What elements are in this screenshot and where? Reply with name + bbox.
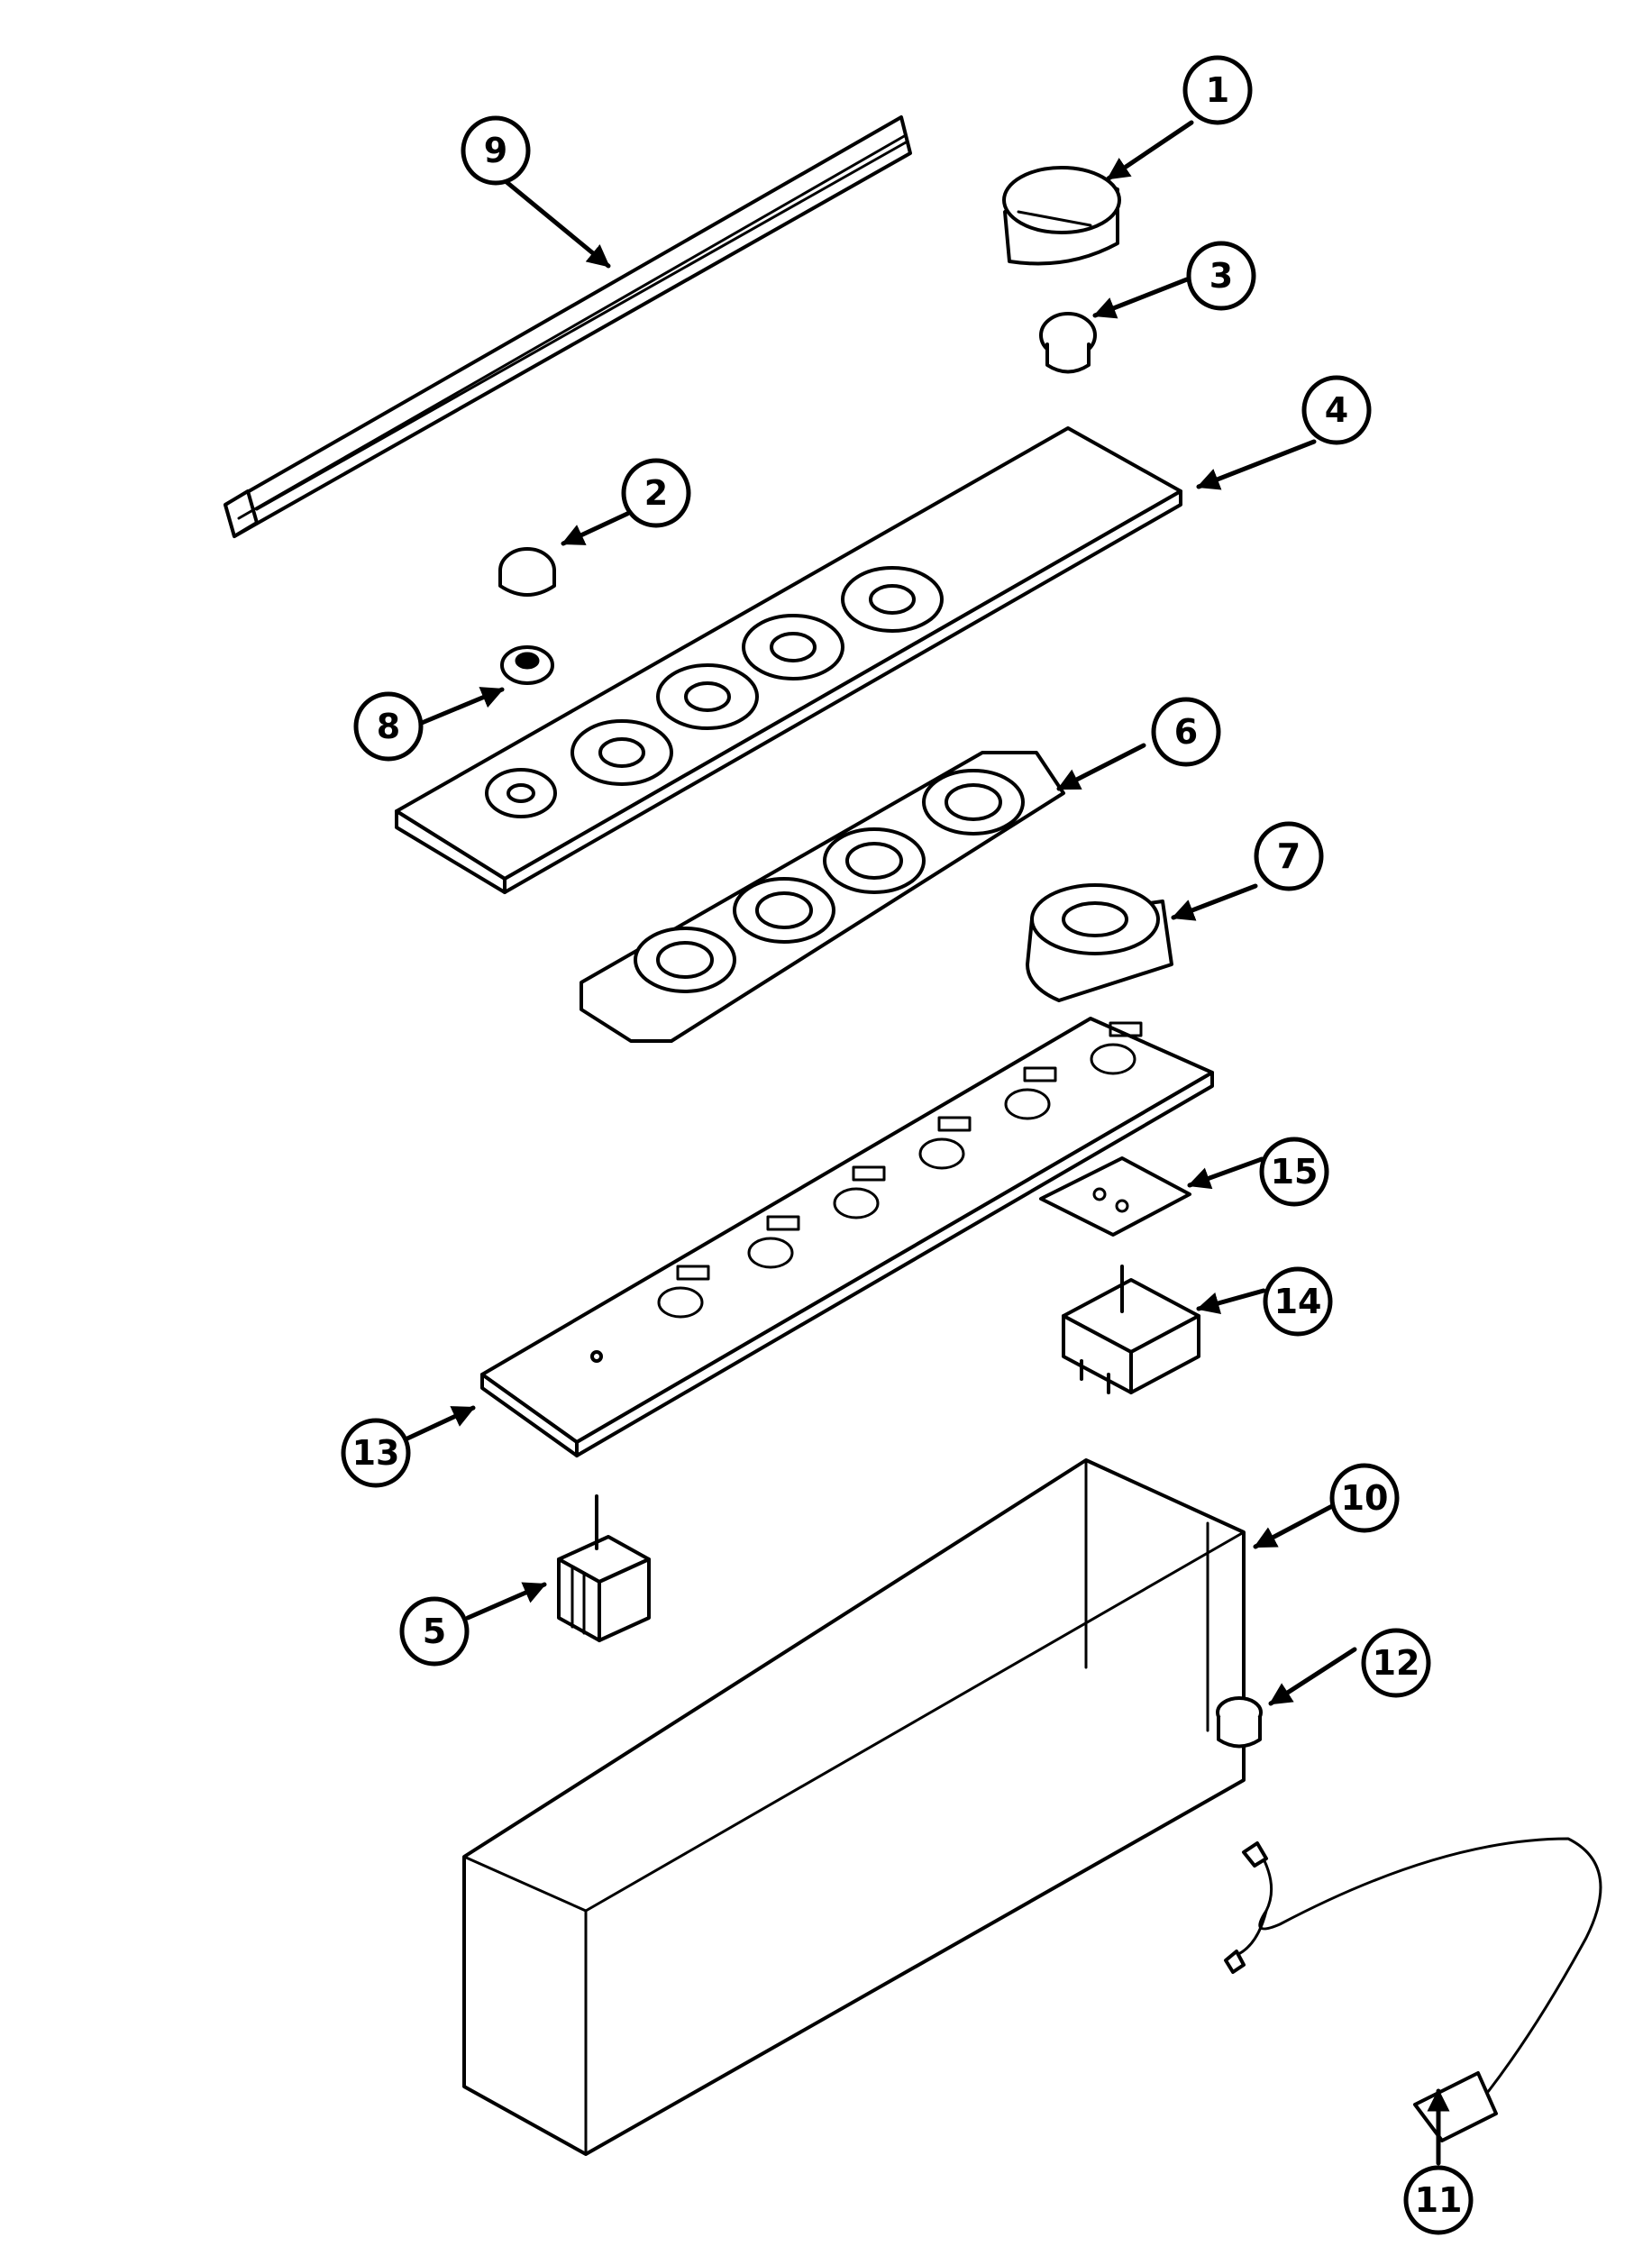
callout-12: 12 (1361, 1628, 1431, 1698)
svg-text:12: 12 (1373, 1643, 1420, 1683)
callout-3: 3 (1186, 241, 1256, 311)
ring-spacer (1026, 883, 1173, 1002)
circuit-board (480, 1017, 1214, 1457)
svg-text:4: 4 (1325, 390, 1348, 430)
callout-8: 8 (353, 691, 424, 762)
svg-text:9: 9 (484, 131, 507, 170)
callout-15: 15 (1259, 1137, 1329, 1207)
bushing (1216, 1696, 1263, 1749)
callout-5: 5 (399, 1596, 470, 1667)
svg-text:6: 6 (1174, 712, 1198, 752)
svg-text:11: 11 (1415, 2180, 1463, 2220)
callout-7: 7 (1254, 821, 1324, 891)
svg-text:10: 10 (1341, 1478, 1389, 1518)
large-knob (1002, 166, 1121, 266)
callout-1: 1 (1182, 55, 1253, 125)
switch-block (1062, 1265, 1200, 1394)
switch-array (657, 1021, 1143, 1319)
control-housing (462, 1458, 1246, 2156)
button-cap (498, 547, 556, 597)
overlay-gasket (580, 751, 1065, 1043)
callout-4: 4 (1301, 375, 1372, 445)
leader-lines (405, 120, 1450, 2166)
callout-10: 10 (1329, 1463, 1400, 1533)
callout-14: 14 (1263, 1266, 1333, 1337)
svg-text:7: 7 (1277, 836, 1301, 876)
callout-11: 11 (1403, 2165, 1474, 2235)
svg-text:1: 1 (1206, 70, 1229, 110)
control-panel (395, 426, 1182, 894)
small-knob (1039, 312, 1097, 374)
callout-13: 13 (341, 1418, 411, 1488)
svg-text:8: 8 (377, 707, 400, 746)
svg-text:14: 14 (1274, 1282, 1322, 1321)
callout-6: 6 (1151, 697, 1221, 767)
heat-sink (557, 1494, 651, 1642)
callout-2: 2 (621, 458, 691, 528)
svg-text:5: 5 (423, 1612, 446, 1651)
grommet (500, 645, 554, 685)
svg-text:15: 15 (1271, 1152, 1319, 1192)
svg-text:2: 2 (644, 473, 668, 513)
wire-harness (1224, 1837, 1602, 2142)
callout-9: 9 (461, 115, 531, 186)
svg-text:3: 3 (1209, 256, 1233, 296)
trim-strip (224, 115, 912, 538)
insulator-pad (1039, 1156, 1191, 1237)
svg-text:13: 13 (352, 1433, 400, 1473)
